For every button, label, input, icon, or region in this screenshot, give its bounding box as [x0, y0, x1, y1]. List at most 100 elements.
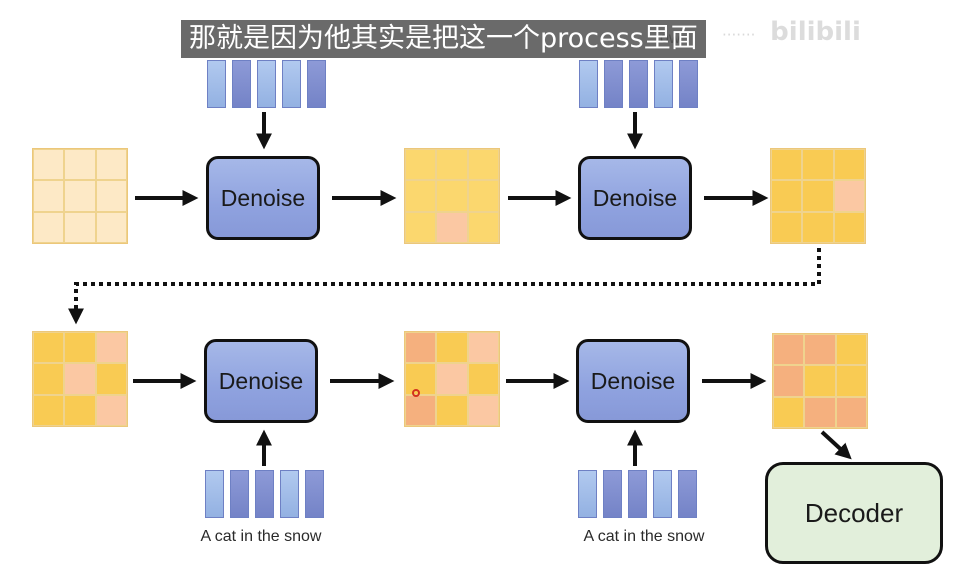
grid-cell [436, 211, 468, 243]
grid-cell [436, 363, 468, 395]
denoise-label: Denoise [218, 367, 304, 394]
grid-cell [773, 396, 805, 428]
embedding-bar [579, 60, 598, 108]
embedding-bar [307, 60, 326, 108]
grid-cell [33, 149, 65, 181]
grid-cell [33, 211, 65, 243]
grid-cell [835, 396, 867, 428]
watermark-text: ······· [722, 26, 756, 44]
text-embedding-bottom-2 [578, 470, 697, 518]
grid-cell [33, 332, 65, 364]
embedding-bar [628, 470, 647, 518]
embedding-bar [207, 60, 226, 108]
grid-cell [773, 334, 805, 366]
embedding-bar [653, 470, 672, 518]
grid-cell [467, 394, 499, 426]
grid-cell [436, 332, 468, 364]
grid-cell [64, 363, 96, 395]
denoise-block-4: Denoise [576, 339, 690, 423]
grid-cell [64, 180, 96, 212]
noise-grid-5 [404, 331, 500, 427]
denoise-block-1: Denoise [206, 156, 320, 240]
embedding-bar [654, 60, 673, 108]
grid-cell [833, 149, 865, 181]
grid-cell [405, 332, 437, 364]
grid-cell [95, 363, 127, 395]
grid-cell [802, 180, 834, 212]
mouse-cursor-marker [412, 389, 420, 397]
embedding-bar [603, 470, 622, 518]
denoise-label: Denoise [592, 184, 678, 211]
noise-grid-4 [32, 331, 128, 427]
grid-cell [771, 180, 803, 212]
grid-cell [802, 149, 834, 181]
grid-cell [436, 180, 468, 212]
grid-cell [405, 180, 437, 212]
grid-cell [835, 334, 867, 366]
text-embedding-top-2 [579, 60, 698, 108]
embedding-bar [282, 60, 301, 108]
grid-cell [436, 149, 468, 181]
grid-cell [833, 180, 865, 212]
grid-cell [467, 332, 499, 364]
video-watermark: ······· bilibili [722, 18, 952, 46]
grid-cell [405, 149, 437, 181]
grid-cell [467, 211, 499, 243]
grid-cell [804, 396, 836, 428]
noise-grid-3 [770, 148, 866, 244]
grid-cell [64, 332, 96, 364]
decoder-block: Decoder [765, 462, 943, 564]
grid-cell [771, 149, 803, 181]
embedding-bar [232, 60, 251, 108]
grid-cell [405, 363, 437, 395]
embedding-bar [255, 470, 274, 518]
bilibili-logo: bilibili [770, 17, 861, 47]
grid-cell [835, 365, 867, 397]
embedding-bar [678, 470, 697, 518]
grid-cell [773, 365, 805, 397]
noise-grid-6 [772, 333, 868, 429]
arrow-grid6-to-decoder [820, 430, 852, 460]
grid-cell [804, 334, 836, 366]
noise-grid-2 [404, 148, 500, 244]
denoise-block-2: Denoise [578, 156, 692, 240]
grid-cell [436, 394, 468, 426]
noise-grid-1 [32, 148, 128, 244]
grid-cell [64, 394, 96, 426]
grid-cell [95, 394, 127, 426]
prompt-caption-2: A cat in the snow [583, 528, 705, 545]
embedding-bar [280, 470, 299, 518]
grid-cell [467, 180, 499, 212]
grid-cell [33, 180, 65, 212]
grid-cell [95, 332, 127, 364]
grid-cell [833, 211, 865, 243]
embedding-bar [257, 60, 276, 108]
denoise-label: Denoise [220, 184, 306, 211]
grid-cell [804, 365, 836, 397]
grid-cell [33, 394, 65, 426]
grid-cell [405, 211, 437, 243]
embedding-bar [604, 60, 623, 108]
text-embedding-top-1 [207, 60, 326, 108]
prompt-caption-1: A cat in the snow [200, 528, 322, 545]
embedding-bar [629, 60, 648, 108]
video-subtitle: 那就是因为他其实是把这一个process里面 [181, 20, 706, 58]
grid-cell [771, 211, 803, 243]
decoder-label: Decoder [804, 497, 904, 528]
grid-cell [95, 180, 127, 212]
grid-cell [95, 149, 127, 181]
dotted-connector [68, 248, 821, 325]
embedding-bar [679, 60, 698, 108]
grid-cell [64, 211, 96, 243]
embedding-bar [230, 470, 249, 518]
grid-cell [64, 149, 96, 181]
grid-cell [467, 149, 499, 181]
embedding-bar [578, 470, 597, 518]
grid-cell [95, 211, 127, 243]
grid-cell [467, 363, 499, 395]
grid-cell [405, 394, 437, 426]
embedding-bar [305, 470, 324, 518]
grid-cell [802, 211, 834, 243]
grid-cell [33, 363, 65, 395]
